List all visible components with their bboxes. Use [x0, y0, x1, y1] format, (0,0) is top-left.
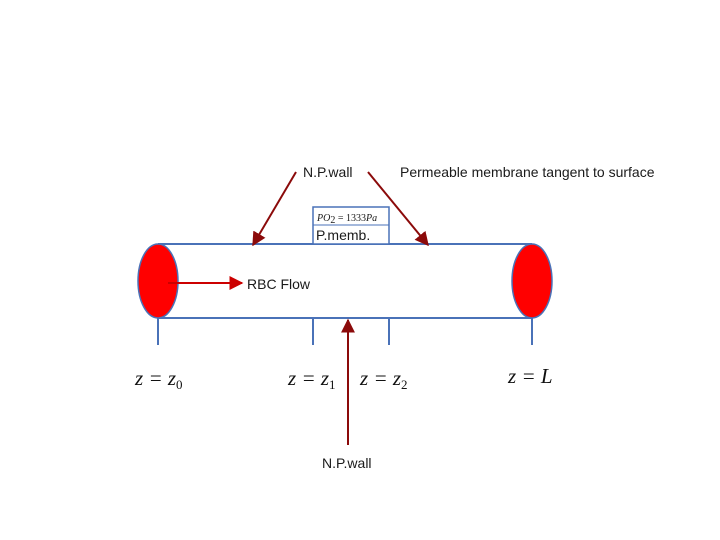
np-wall-top-label: N.P.wall: [303, 164, 353, 180]
po2-symbol: PO: [316, 213, 330, 224]
po2-label: PO2 = 1333Pa: [316, 213, 377, 226]
rbc-right: [511, 243, 553, 319]
label-zL: z = L: [507, 364, 553, 388]
np-wall-arrow-left: [252, 171, 297, 247]
rbc-flow-label: RBC Flow: [247, 276, 311, 292]
label-z2: z = z2: [359, 366, 408, 392]
p-memb-label: P.memb.: [316, 227, 370, 243]
permeable-membrane-label: Permeable membrane tangent to surface: [400, 164, 655, 180]
label-z1: z = z1: [287, 366, 336, 392]
label-z0: z = z0: [134, 366, 183, 392]
np-wall-bottom-label: N.P.wall: [322, 455, 372, 471]
po2-equals: = 1333: [335, 213, 366, 224]
rbc-left: [137, 243, 179, 319]
po2-unit: Pa: [365, 213, 377, 224]
np-wall-arrow-right: [367, 171, 429, 247]
po2-subscript: 2: [330, 215, 335, 226]
